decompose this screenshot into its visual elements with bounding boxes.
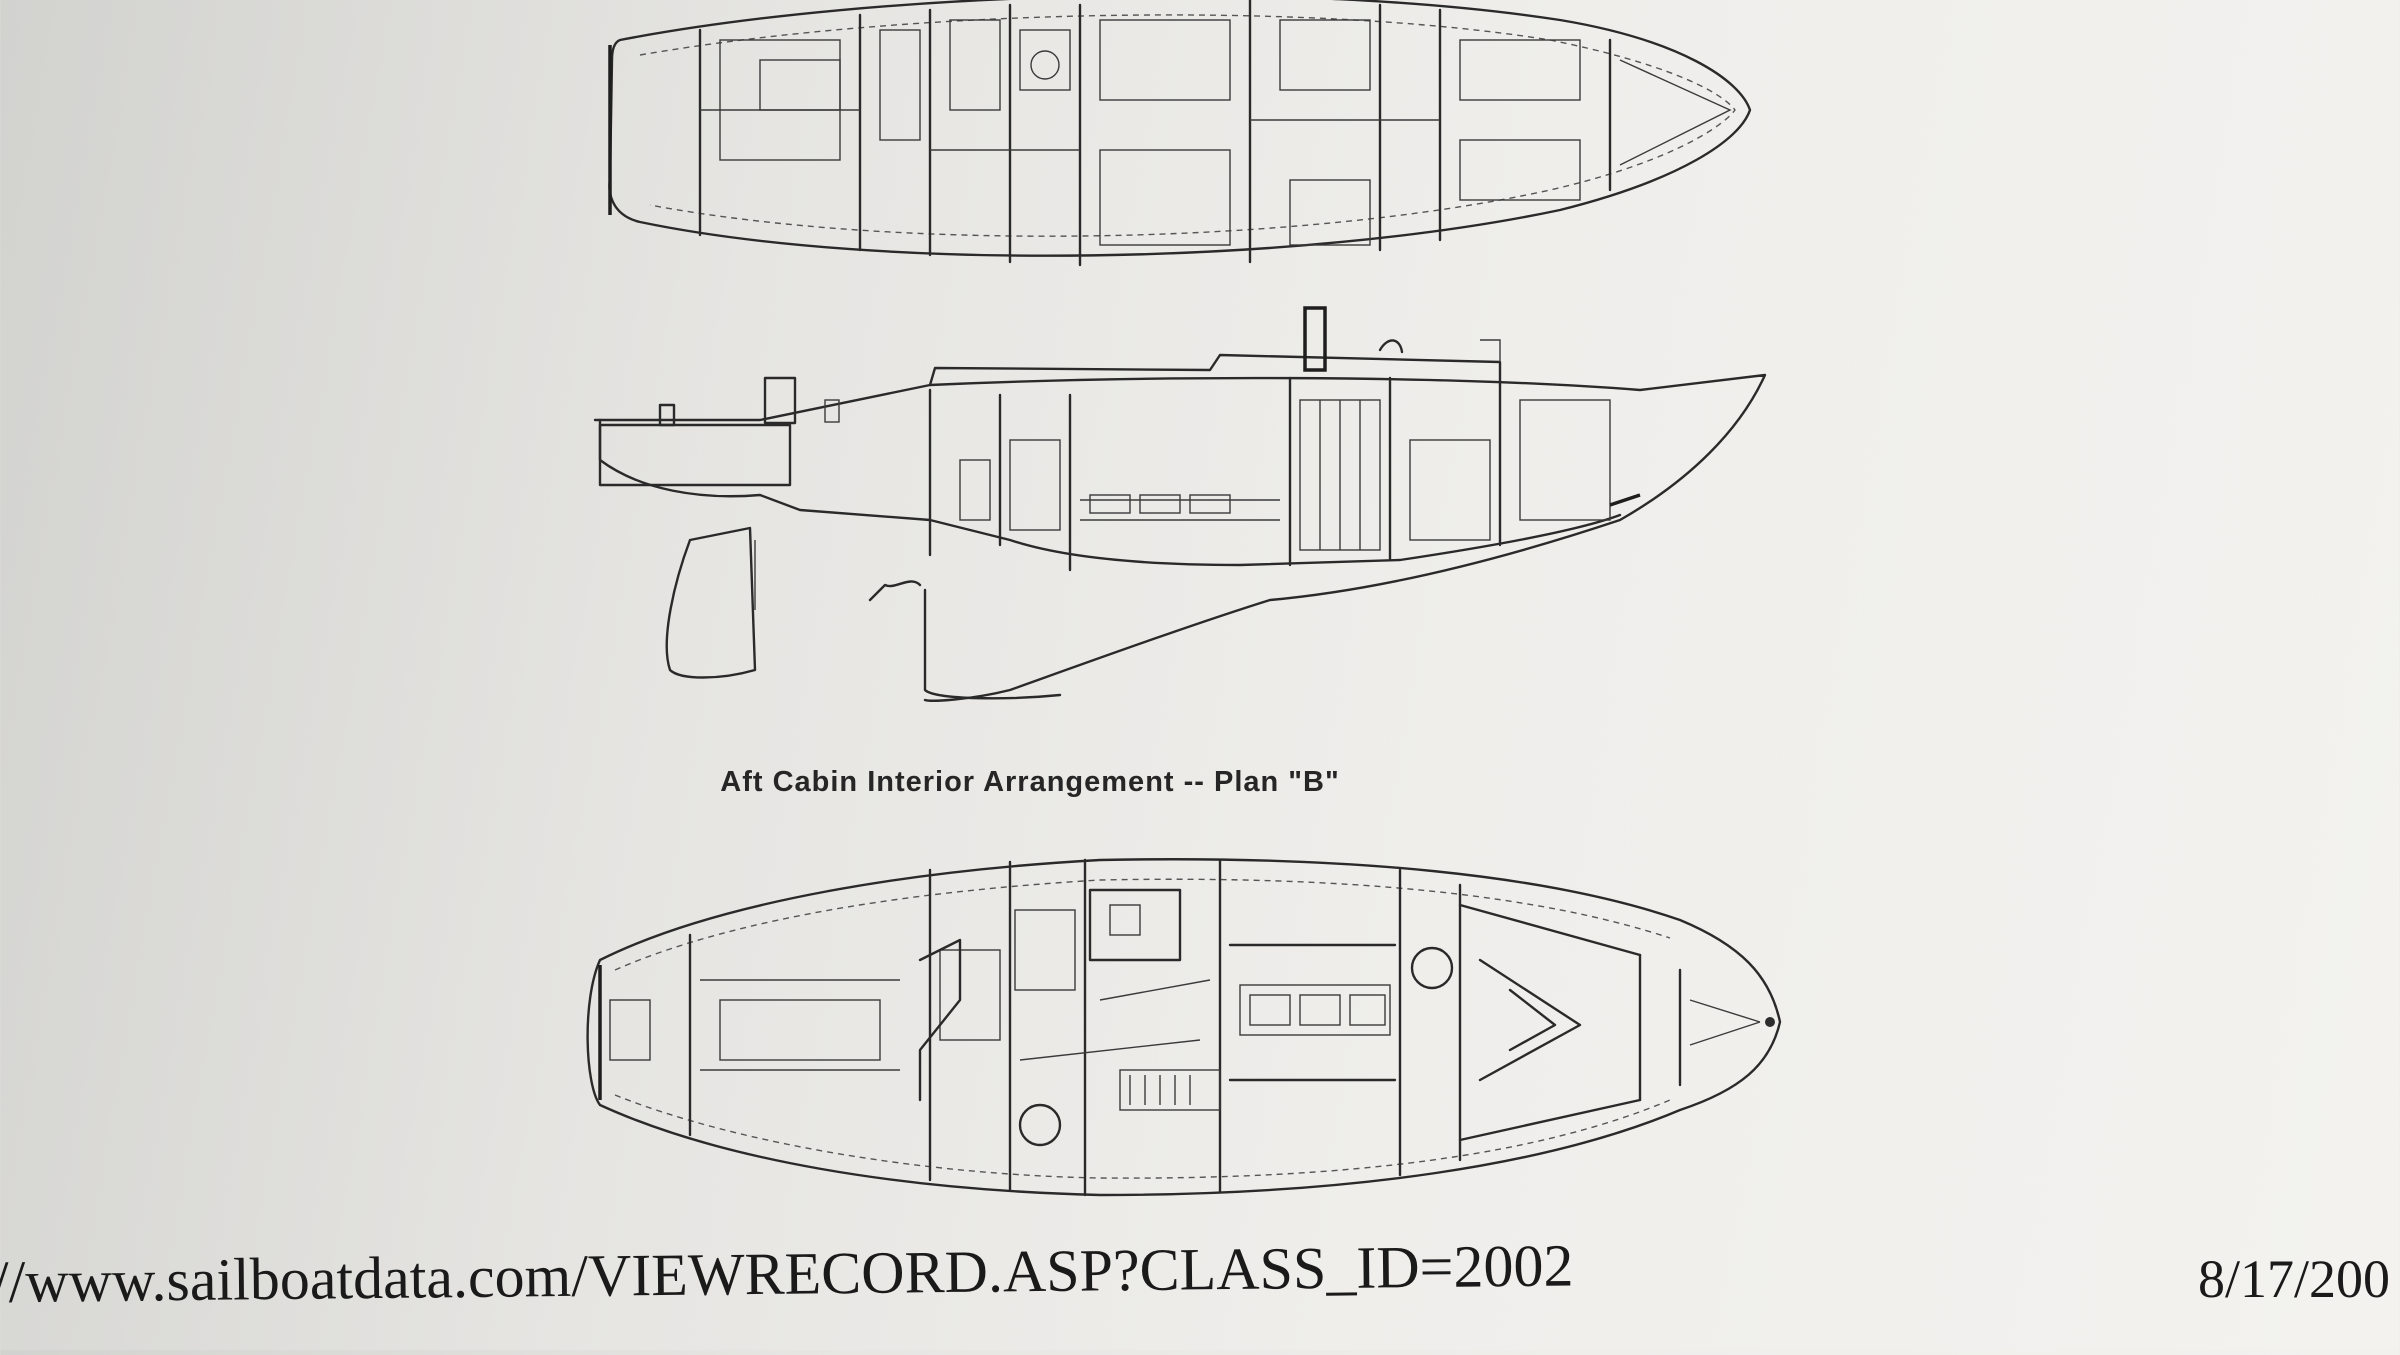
print-date: 8/17/200 bbox=[2198, 1249, 2391, 1309]
top-deck-plan-drawing bbox=[608, 0, 1752, 267]
bottom-deck-plan-drawing bbox=[586, 858, 1782, 1197]
drawing-caption: Aft Cabin Interior Arrangement -- Plan "… bbox=[720, 766, 1340, 798]
profile-elevation-drawing bbox=[593, 306, 1767, 702]
